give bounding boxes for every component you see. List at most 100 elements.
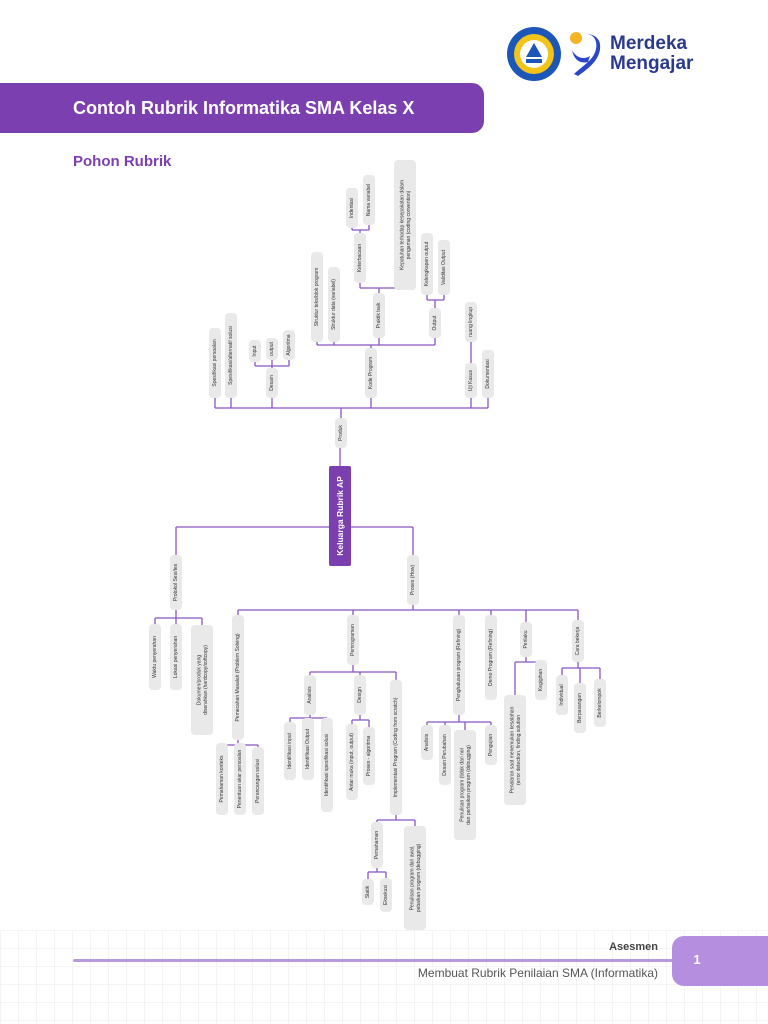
node-box xyxy=(335,418,347,448)
node-label: Analisis xyxy=(424,733,430,751)
node-label: Lokasi penyerahan xyxy=(173,636,179,678)
node-identifikasi-output: Identifikasi Output xyxy=(302,718,314,780)
node-box xyxy=(346,188,358,228)
node-dokumen-produk: Dokumen/produk yangdiserahkan (hardcopy/… xyxy=(191,625,213,735)
node-box xyxy=(234,743,246,815)
node-design: Design xyxy=(354,675,366,715)
node-perancangan-solusi: Perancangan solusi xyxy=(252,747,264,815)
node-label: Antar muka (input, output) xyxy=(349,733,355,791)
tree-connectors xyxy=(154,225,601,879)
node-berkelompok: Berkelompok xyxy=(594,679,606,727)
node-box xyxy=(404,826,426,930)
node-box xyxy=(438,240,450,295)
section-title: Pohon Rubrik xyxy=(73,153,172,170)
node-label: Proses - algoritma xyxy=(366,736,372,777)
node-implementasi: Implementasi Program (Coding from scratc… xyxy=(390,680,402,815)
node-pemahaman-konteks: Pemahaman konteks xyxy=(216,743,228,815)
node-statik: Statik xyxy=(362,879,374,905)
node-identifikasi-input: Identifikasi input xyxy=(284,722,296,780)
node-box xyxy=(363,727,375,785)
node-box xyxy=(363,175,375,225)
node-box xyxy=(329,466,351,566)
node-label: Perancangan solusi xyxy=(255,759,261,803)
logo-line-1: Merdeka xyxy=(610,33,688,54)
node-pengujian: Pengujian xyxy=(485,725,497,765)
node-label: Waktu penyerahan xyxy=(152,636,158,678)
node-penulisan-program: Penulisan program dari awal,pebaikan pro… xyxy=(404,826,426,930)
node-keterbacaan: Keterbacaan xyxy=(354,233,366,283)
node-box xyxy=(371,822,383,868)
node-box xyxy=(421,725,433,760)
node-label: ruang lingkup xyxy=(468,307,474,337)
node-box xyxy=(216,743,228,815)
node-label: Produk xyxy=(338,425,344,441)
node-box xyxy=(311,252,323,342)
node-box xyxy=(421,233,433,295)
node-box xyxy=(504,695,526,805)
node-box xyxy=(394,160,416,290)
node-label: Individual xyxy=(559,684,565,705)
node-label: Kelengkapan output xyxy=(424,241,430,286)
node-penulisan-tidak: Penulisan program (tidak dari noldan per… xyxy=(454,730,476,840)
node-label: Pemecahan Masalah (Problem Solving) xyxy=(235,633,241,721)
node-nama-variabel: Nama variabel xyxy=(363,175,375,225)
node-box xyxy=(454,730,476,840)
node-identifikasi-spesifikasi: Identifikasi spesifikasi solusi xyxy=(321,718,333,812)
node-box xyxy=(209,328,221,398)
node-output2: Output xyxy=(429,308,441,338)
node-box xyxy=(225,313,237,398)
node-label: Design xyxy=(357,687,363,703)
node-box xyxy=(362,879,374,905)
page-title: Contoh Rubrik Informatika SMA Kelas X xyxy=(73,98,415,118)
node-label: Keluarga Rubrik AP xyxy=(335,476,345,556)
node-waktu-penyerahan: Waktu penyerahan xyxy=(149,624,161,690)
footer-pattern xyxy=(0,930,768,1024)
node-demo-program: Demo Program (Refining) xyxy=(485,615,497,700)
node-box xyxy=(373,293,385,338)
logo-group: Merdeka Mengajar xyxy=(506,26,706,82)
node-box xyxy=(232,615,244,740)
node-protokol: Protokol Sesi/tes xyxy=(170,555,182,610)
node-box xyxy=(453,615,465,715)
node-struktur-teks: Struktur teks/blok program xyxy=(311,252,323,342)
node-box xyxy=(439,725,451,785)
node-label: Protokol Sesi/tes xyxy=(173,563,179,601)
merdeka-mengajar-wordmark: Merdeka Mengajar xyxy=(610,34,693,74)
node-label: Eksekusi xyxy=(383,885,389,905)
node-box xyxy=(252,747,264,815)
node-box xyxy=(390,680,402,815)
node-box xyxy=(266,338,278,360)
node-box xyxy=(321,718,333,812)
page-tab xyxy=(672,936,768,986)
node-label: Identifikasi Output xyxy=(305,728,311,769)
node-label: Pengujian xyxy=(488,734,494,756)
node-label: Algoritma xyxy=(286,334,292,355)
node-label: Berpasangan xyxy=(577,693,583,723)
node-label: Proses (How) xyxy=(410,565,416,596)
node-box xyxy=(347,615,359,665)
node-analisis: Analisis xyxy=(304,675,316,715)
footer-category: Asesmen xyxy=(609,941,658,953)
node-lokasi-penyerahan: Lokasi penyerahan xyxy=(170,624,182,690)
node-spesifikasi-persoalan: Spesifikasi persoalan xyxy=(209,328,221,398)
node-box xyxy=(465,302,477,342)
node-label: Penentuan akar persoalan xyxy=(237,749,243,808)
node-output: output xyxy=(266,338,278,360)
node-box xyxy=(535,660,547,700)
node-penalaran: Penalaran saat menemukan kesalahan(error… xyxy=(504,695,526,805)
node-label: Spesifikasi persoalan xyxy=(212,339,218,386)
page-number: 1 xyxy=(693,952,701,967)
node-label: Keterbacaan xyxy=(357,244,363,273)
node-box xyxy=(354,675,366,715)
node-cara-bekerja: Cara bekerja xyxy=(572,620,584,662)
node-perilaku: Perilaku xyxy=(520,622,532,657)
node-box xyxy=(354,233,366,283)
node-label: Spesifikasi/alternatif solusi xyxy=(228,326,234,385)
node-label: Implementasi Program (Coding from scratc… xyxy=(393,697,399,797)
node-box xyxy=(191,625,213,735)
node-analisis2: Analisis xyxy=(421,725,433,760)
node-kode-program: Kode Program xyxy=(365,348,377,398)
node-ruang-lingkup: ruang lingkup xyxy=(465,302,477,342)
node-label: output xyxy=(269,341,275,356)
node-spesifikasi-alternatif: Spesifikasi/alternatif solusi xyxy=(225,313,237,398)
